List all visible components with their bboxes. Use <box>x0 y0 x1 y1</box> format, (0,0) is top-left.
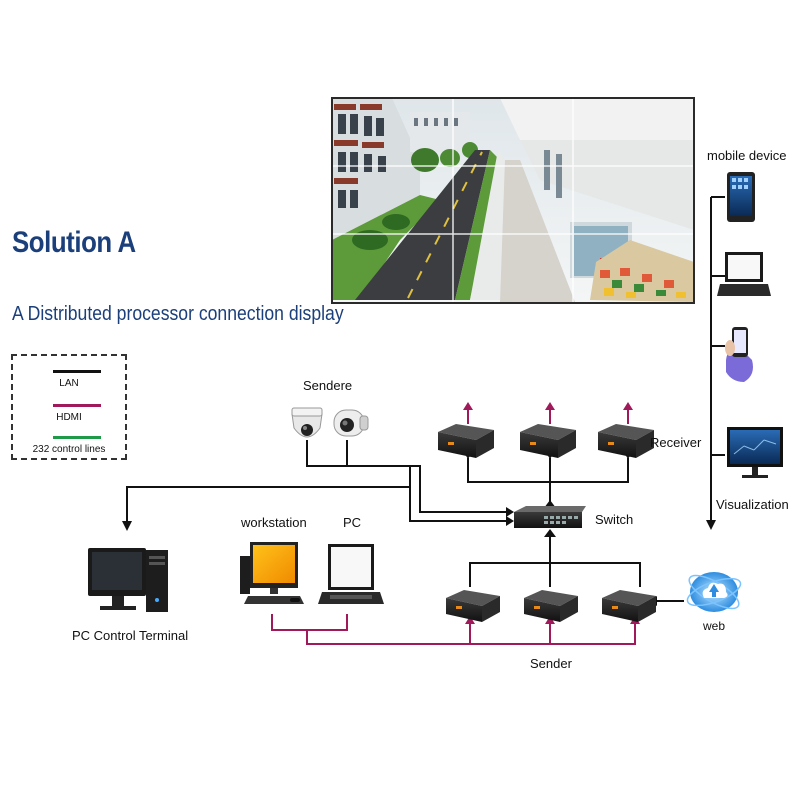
legend-control-label: 232 control lines <box>32 444 106 455</box>
sender-box-1 <box>446 590 500 622</box>
label-pc-control-terminal: PC Control Terminal <box>72 628 189 643</box>
network-switch-icon <box>514 506 586 528</box>
legend-lan-line <box>53 370 101 373</box>
receiver-box-2 <box>520 424 576 458</box>
web-cloud-icon <box>686 572 742 612</box>
dome-camera-icon <box>291 407 323 438</box>
bullet-camera-icon <box>333 409 369 437</box>
legend-hdmi-line <box>53 404 101 407</box>
tablet-icon <box>727 172 755 222</box>
label-visualization: Visualization <box>716 497 789 512</box>
legend: LAN HDMI 232 control lines <box>11 354 127 460</box>
lan-wires <box>126 196 725 602</box>
receiver-box-1 <box>438 424 494 458</box>
sender-box-2 <box>524 590 578 622</box>
label-sendere: Sendere <box>303 378 353 393</box>
legend-lan-label: LAN <box>59 378 79 389</box>
video-wall <box>331 97 695 304</box>
visualization-monitor-icon <box>727 427 783 478</box>
pc-control-terminal-icon <box>88 548 168 612</box>
label-mobile-device: mobile device <box>707 148 787 163</box>
page-subtitle: A Distributed processor connection displ… <box>12 303 344 325</box>
phone-in-hand-icon <box>725 327 753 382</box>
label-workstation: workstation <box>241 515 307 530</box>
legend-hdmi-label: HDMI <box>56 412 82 423</box>
label-pc: PC <box>343 515 362 530</box>
label-switch: Switch <box>595 512 634 527</box>
legend-control-line <box>53 436 101 439</box>
label-receiver: Receiver <box>650 435 702 450</box>
label-sender: Sender <box>530 656 572 671</box>
hdmi-wires <box>271 408 636 645</box>
page-title: Solution A <box>12 226 136 259</box>
hdmi-arrowheads <box>463 402 640 624</box>
sender-box-3 <box>602 590 656 622</box>
pc-laptop-icon <box>318 544 384 604</box>
laptop-icon <box>717 252 771 296</box>
label-web: web <box>703 619 726 633</box>
workstation-icon <box>240 542 304 604</box>
receiver-box-3 <box>598 424 654 458</box>
